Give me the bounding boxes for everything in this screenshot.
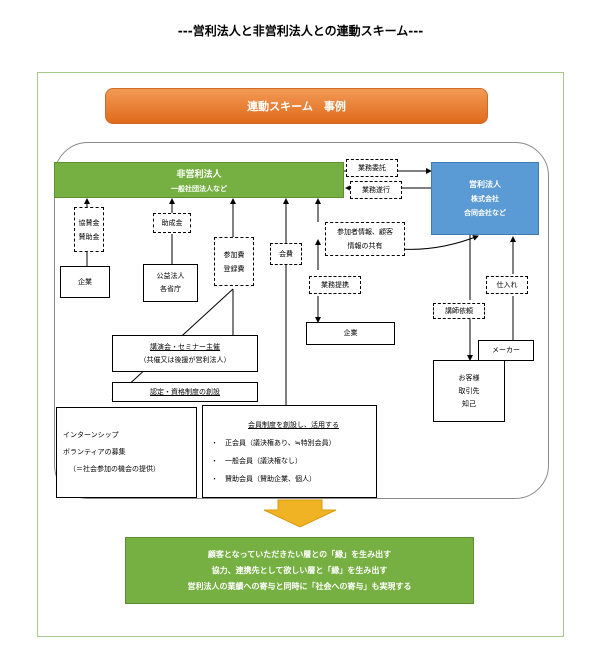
intern-line1: インターンシップ [63, 431, 119, 439]
customers-box: お客様 取引先 知己 [433, 360, 505, 422]
outcome-line3: 営利法人の業績への寄与と同時に「社会への寄与」も実現する [187, 581, 412, 591]
certification-text: 認定・資格制度の創設 [150, 387, 220, 396]
participation-fee-line2: 登録費 [223, 264, 245, 273]
sponsor-fee-label: 協賛金 賛助金 [74, 207, 104, 252]
scheme-banner: 連動スキーム 事例 [105, 88, 488, 124]
down-arrow [263, 499, 337, 528]
seminar-line2: （共催又は後援が営利法人） [139, 355, 231, 364]
sharing-line2: 情報の共有 [347, 242, 383, 250]
outcome-line1: 顧客となっていただきたい層との「縁」を生み出す [207, 549, 392, 559]
outcome-line2: 協力、連携先として欲しい層と「縁」を生み出す [211, 565, 388, 575]
sharing-label: 参加者情報、顧客 情報の共有 [325, 222, 405, 256]
maker-box: メーカー [478, 340, 534, 361]
outcome-box: 顧客となっていただきたい層との「縁」を生み出す 協力、連携先として欲しい層と「縁… [125, 537, 474, 604]
lecture-request-label: 講師依頼 [433, 303, 485, 319]
partnership-label: 業務提携 [309, 276, 361, 294]
outer-frame [37, 72, 564, 637]
forprofit-sub1: 株式会社 [471, 194, 499, 203]
nonprofit-name: 非営利法人 [176, 169, 222, 180]
participation-fee-line1: 参加費 [223, 250, 245, 259]
public-org-line2: 各省庁 [160, 285, 181, 293]
seminar-box: 講演会・セミナー主催 （共催又は後援が営利法人） [112, 335, 258, 372]
certification-box: 認定・資格制度の創設 [112, 382, 258, 402]
membership-item: ・ 一般会員（議決権なし） [211, 456, 302, 465]
company-mid-box: 企業 [306, 322, 395, 345]
intern-box: インターンシップ ボランティアの募集 （＝社会参加の機会の提供） [56, 407, 197, 498]
participation-fee-label: 参加費 登録費 [214, 237, 254, 286]
intern-line3: （＝社会参加の機会の提供） [69, 465, 160, 473]
sponsor-fee-line1: 協賛金 [78, 218, 100, 227]
nonprofit-box: 非営利法人 一般社団法人など [54, 162, 344, 198]
membership-fee-label: 会費 [270, 243, 302, 265]
public-org-box: 公益法人 各省庁 [143, 264, 198, 302]
customers-line2: 取引先 [458, 386, 480, 395]
nonprofit-sub: 一般社団法人など [171, 184, 227, 193]
forprofit-name: 営利法人 [469, 179, 501, 189]
membership-item: ・ 正会員（議決権あり、≒特別会員） [211, 438, 336, 447]
membership-heading: 会員制度を創設し、活用する [248, 420, 339, 429]
outsourcing-label: 業務委託 [346, 159, 398, 177]
diagram-title: ---営利法人と非営利法人との連動スキーム--- [177, 24, 424, 38]
forprofit-box: 営利法人 株式会社 合同会社など [431, 162, 539, 235]
company-left-box: 企業 [60, 266, 110, 298]
customers-line3: 知己 [462, 399, 476, 408]
sponsor-fee-line2: 賛助金 [78, 232, 100, 241]
seminar-line1: 講演会・セミナー主催 [150, 342, 220, 351]
intern-line2: ボランティアの募集 [63, 448, 126, 456]
scheme-area [54, 142, 549, 499]
public-org-line1: 公益法人 [156, 272, 185, 280]
sharing-line1: 参加者情報、顧客 [337, 228, 393, 236]
customers-line1: お客様 [458, 373, 480, 382]
membership-item: ・ 賛助会員（賛助企業、個人） [211, 474, 316, 483]
purchasing-label: 仕入れ [486, 276, 528, 294]
subsidy-label: 助成金 [153, 213, 191, 233]
membership-box: 会員制度を創設し、活用する ・ 正会員（議決権あり、≒特別会員） ・ 一般会員（… [202, 405, 377, 498]
execution-label: 業務遂行 [350, 181, 402, 199]
forprofit-sub2: 合同会社など [464, 208, 506, 217]
